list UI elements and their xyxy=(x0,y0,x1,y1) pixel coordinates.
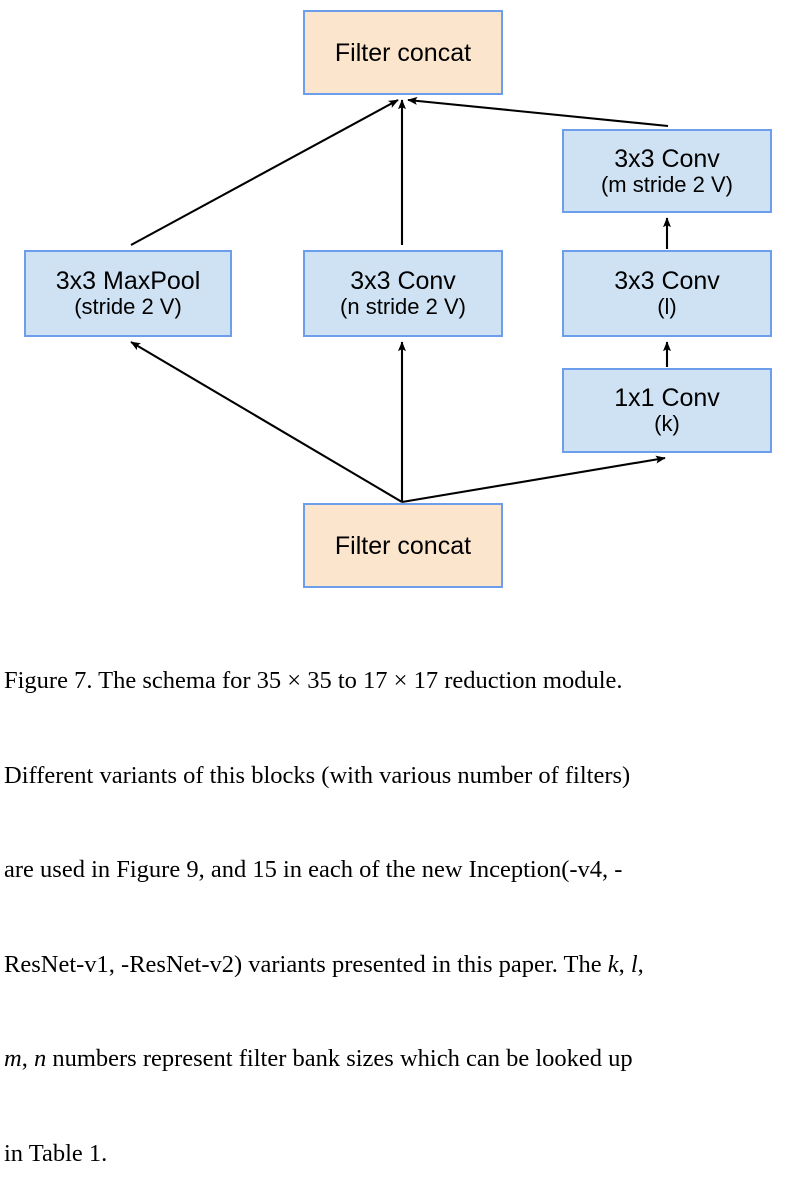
arrow-layer xyxy=(130,96,672,504)
caption-line-2: Different variants of this blocks (with … xyxy=(4,761,631,789)
node-top-filter-concat[interactable]: Filter concat xyxy=(303,10,503,95)
node-conv-m[interactable]: 3x3 Conv (m stride 2 V) xyxy=(562,129,772,213)
node-maxpool[interactable]: 3x3 MaxPool (stride 2 V) xyxy=(24,250,232,337)
caption-var-n: n xyxy=(33,1045,47,1072)
caption-l4-comma1: , xyxy=(618,950,631,978)
edge-maxpool-to-topconcat xyxy=(130,99,399,246)
caption-l4-comma2: , xyxy=(637,950,644,978)
caption-line-5: m, n numbers represent filter bank sizes… xyxy=(4,1043,793,1075)
caption-line-4: ResNet-v1, -ResNet-v2) variants presente… xyxy=(4,949,793,981)
node-bottom-filter-concat-label: Filter concat xyxy=(334,531,472,560)
node-conv-k[interactable]: 1x1 Conv (k) xyxy=(562,368,772,453)
caption-l1-c: reduction module. xyxy=(438,667,623,694)
edge-bottomconcat-to-convk xyxy=(401,455,666,504)
edge-convm-to-topconcat xyxy=(407,96,669,128)
node-conv-l-title: 3x3 Conv xyxy=(614,267,720,296)
caption-l1-n3: 17 xyxy=(363,667,388,694)
caption-l1-n2: 35 xyxy=(307,667,332,694)
caption-l5-rest: numbers represent filter bank sizes whic… xyxy=(46,1045,633,1072)
caption-l1-n4: 17 xyxy=(413,667,439,694)
node-conv-m-subtitle: (m stride 2 V) xyxy=(600,171,734,197)
node-conv-l-subtitle: (l) xyxy=(657,294,677,320)
caption-l4-a: ResNet-v1, -ResNet-v2) variants presente… xyxy=(4,950,608,978)
node-conv-n[interactable]: 3x3 Conv (n stride 2 V) xyxy=(303,250,503,337)
caption-l1-a: Figure 7. The schema for xyxy=(4,667,257,694)
node-conv-k-title: 1x1 Conv xyxy=(614,384,720,413)
edge-bottomconcat-to-maxpool xyxy=(130,341,403,503)
caption-l1-b: to xyxy=(331,667,364,694)
node-maxpool-subtitle: (stride 2 V) xyxy=(74,294,182,320)
caption-l1-x1: × xyxy=(281,667,308,694)
node-conv-m-title: 3x3 Conv xyxy=(614,144,720,173)
caption-line-3: are used in Figure 9, and 15 in each of … xyxy=(4,856,623,883)
caption-line-1: Figure 7. The schema for 35 × 35 to 17 ×… xyxy=(4,665,793,697)
node-conv-k-subtitle: (k) xyxy=(654,411,680,437)
node-conv-n-title: 3x3 Conv xyxy=(350,267,456,296)
caption-var-l: l xyxy=(630,950,638,978)
caption-l5-comma: , xyxy=(21,1045,34,1072)
caption-var-m: m xyxy=(4,1045,22,1072)
node-bottom-filter-concat[interactable]: Filter concat xyxy=(303,503,503,588)
figure-diagram: Filter concat 3x3 MaxPool (stride 2 V) 3… xyxy=(0,0,797,595)
node-conv-l[interactable]: 3x3 Conv (l) xyxy=(562,250,772,337)
figure-caption: Figure 7. The schema for 35 × 35 to 17 ×… xyxy=(4,602,793,1201)
caption-line-6: in Table 1. xyxy=(4,1139,108,1167)
caption-var-k: k xyxy=(607,950,619,978)
caption-l1-x2: × xyxy=(387,667,414,694)
node-conv-n-subtitle: (n stride 2 V) xyxy=(340,294,466,320)
caption-l1-n1: 35 xyxy=(256,667,282,694)
node-maxpool-title: 3x3 MaxPool xyxy=(55,267,201,296)
node-top-filter-concat-label: Filter concat xyxy=(334,38,472,67)
